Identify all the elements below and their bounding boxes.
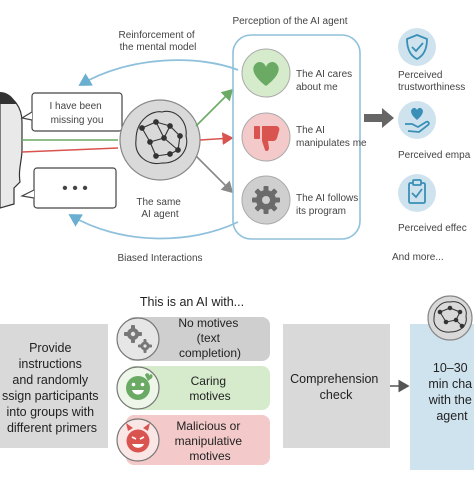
option-no-motives: No motives (text completion) [116, 316, 270, 361]
svg-text:• • •: • • • [62, 180, 88, 197]
brain-network-icon-small [433, 301, 467, 333]
outcome-arrow [364, 108, 394, 128]
svg-text:I have been missing you: I have been missing you [49, 101, 104, 126]
outcome-trustworthiness: Perceived trustworthiness [398, 28, 465, 93]
heart-icon [253, 61, 279, 86]
svg-text:Caring motives: Caring motives [189, 374, 230, 403]
reinforcement-label: Reinforcement of the mental model [119, 30, 198, 53]
gears-icon [124, 325, 152, 353]
person-silhouette [0, 92, 23, 209]
arrow-to-program [195, 155, 234, 194]
thumbs-down-icon [254, 126, 280, 152]
perception-program: The AI follows its program [241, 175, 361, 225]
step-instructions-box: Provide instructions and randomly ssign … [0, 324, 108, 448]
arrow-to-manipulates [199, 132, 234, 145]
primer-header: This is an AI with... [140, 295, 244, 309]
speech-bubble-2: • • • [20, 167, 117, 209]
svg-text:The AI cares about me: The AI cares about me [296, 69, 355, 93]
svg-text:The AI manipulates me: The AI manipulates me [296, 125, 367, 149]
outcome-effectiveness: Perceived effec [398, 174, 467, 234]
and-more-label: And more... [392, 252, 444, 263]
connector-line-2 [21, 147, 119, 153]
svg-text:The AI follows its progr: The AI follows its program [296, 193, 361, 217]
outcome-empathy: Perceived empa [398, 101, 471, 161]
option-malicious: Malicious or manipulative motives [116, 415, 270, 465]
step-chat-box: 10–30 min cha with the agent [410, 295, 474, 470]
perception-cares: The AI cares about me [241, 48, 355, 98]
reinforcement-arrow [78, 59, 239, 86]
clipboard-check-icon [408, 179, 426, 204]
brain-network-icon [135, 110, 188, 165]
step-comprehension-box: Comprehension check [283, 324, 390, 448]
speech-bubble-1: I have been missing you [20, 92, 123, 132]
hand-heart-icon [405, 107, 430, 133]
svg-text:Perceived empa: Perceived empa [398, 150, 471, 161]
svg-text:Provide instructions: Provide instructions and randomly ssign … [2, 341, 102, 435]
perception-manipulates: The AI manipulates me [241, 112, 367, 162]
biased-interactions-arrow [68, 214, 239, 240]
arrow-to-cares [195, 88, 234, 127]
option-caring: Caring motives [116, 366, 270, 410]
smiley-icon [126, 373, 153, 400]
svg-text:Perceived effec: Perceived effec [398, 223, 467, 234]
perception-label: Perception of the AI agent [232, 16, 347, 27]
shield-check-icon [406, 34, 428, 61]
svg-text:Comprehension check: Comprehension check [290, 372, 382, 402]
svg-text:No motives (text c: No motives (text completion) [178, 316, 241, 360]
same-agent-label: The same AI agent [136, 197, 183, 220]
svg-text:Malicious or manipulativ: Malicious or manipulative motives [175, 419, 246, 463]
ai-agent-node [119, 99, 201, 181]
svg-text:10–30 min cha with: 10–30 min cha with the agent [428, 361, 474, 423]
svg-text:Perceived trustworthines: Perceived trustworthiness [398, 70, 465, 93]
perception-container [232, 34, 361, 240]
gear-icon [252, 186, 280, 214]
biased-interactions-label: Biased Interactions [117, 253, 202, 264]
devil-icon [126, 423, 150, 453]
